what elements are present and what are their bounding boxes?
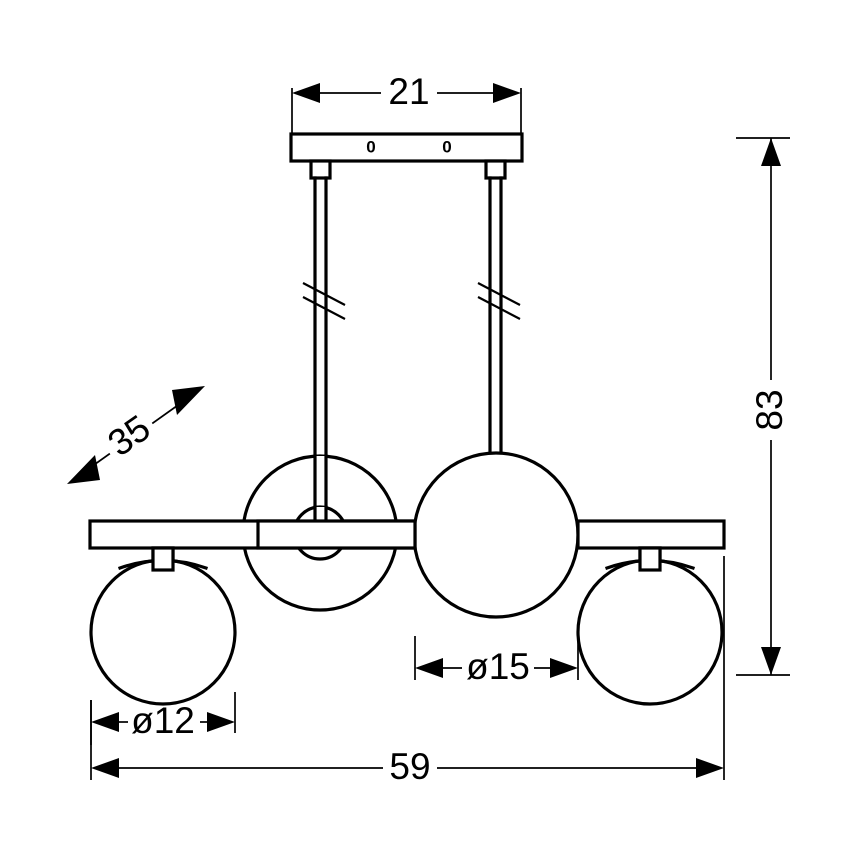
canopy-plate-body	[289, 132, 524, 163]
break-slash-right-lower	[477, 296, 521, 320]
canopy-mark-left: 0	[366, 137, 375, 156]
dimension-label-83-group: 83	[749, 389, 790, 430]
dimension-label-o12: ø12	[131, 700, 195, 741]
suspension-rod-right	[484, 159, 507, 457]
lamp-socket-center	[256, 505, 417, 561]
arrow-head-left-15-icon	[415, 658, 443, 678]
horizontal-cross-bar	[88, 519, 726, 550]
globe-small-right	[576, 546, 724, 706]
dimension-label-83: 83	[749, 389, 790, 430]
break-slash-right-upper	[477, 282, 521, 306]
rod-break-symbol-left	[302, 282, 346, 320]
arrow-head-right-12-icon	[207, 712, 235, 732]
dimension-label-35: 35	[100, 407, 157, 464]
rod-left-fill-over-globe	[315, 456, 326, 534]
arrow-head-bottom-icon	[761, 647, 781, 675]
dimension-depth-35: 35	[67, 386, 205, 484]
break-slash-left-lower	[302, 296, 346, 320]
dimension-label-21: 21	[388, 71, 429, 112]
arrow-head-right-icon	[493, 83, 521, 103]
dimension-label-o15: ø15	[466, 646, 530, 687]
cross-bar-over-socket	[256, 519, 417, 550]
dimension-height-83: 83	[736, 137, 790, 676]
arrow-head-left-icon	[292, 83, 320, 103]
arrow-head-left-12-icon	[91, 712, 119, 732]
globe-small-right-stem-cap	[638, 546, 662, 572]
arrow-head-right-59-icon	[696, 758, 724, 778]
arrow-head-upper-right-icon	[172, 386, 205, 415]
globe-small-left	[89, 546, 237, 706]
break-slash-left-upper	[302, 282, 346, 306]
dimension-label-35-backing	[97, 406, 163, 468]
rod-collar-right	[484, 159, 507, 180]
globe-large-right-outline	[412, 451, 580, 619]
dimension-label-35-group: 35	[97, 406, 163, 468]
dimension-large-globe-15: ø15	[414, 636, 579, 687]
dimension-label-59: 59	[389, 746, 430, 787]
cross-bar-right-segment	[576, 519, 726, 550]
arrow-head-left-59-icon	[91, 758, 119, 778]
globe-small-left-outline	[89, 558, 237, 706]
globe-small-left-stem-cap	[151, 546, 175, 572]
rod-break-symbol-right	[477, 282, 521, 320]
dimension-small-globe-12: ø12	[90, 692, 236, 745]
dimension-total-width-59: 59	[90, 556, 725, 787]
canopy-mark-right: 0	[442, 137, 451, 156]
arrow-head-right-15-icon	[550, 658, 578, 678]
ceiling-canopy-plate: 0 0	[289, 132, 524, 163]
arrow-head-lower-left-icon	[67, 455, 100, 484]
arrow-head-top-icon	[761, 138, 781, 166]
rod-collar-left	[309, 159, 332, 180]
dimension-canopy-width-21: 21	[291, 71, 522, 136]
globe-large-right	[412, 451, 580, 619]
globe-small-right-outline	[576, 558, 724, 706]
